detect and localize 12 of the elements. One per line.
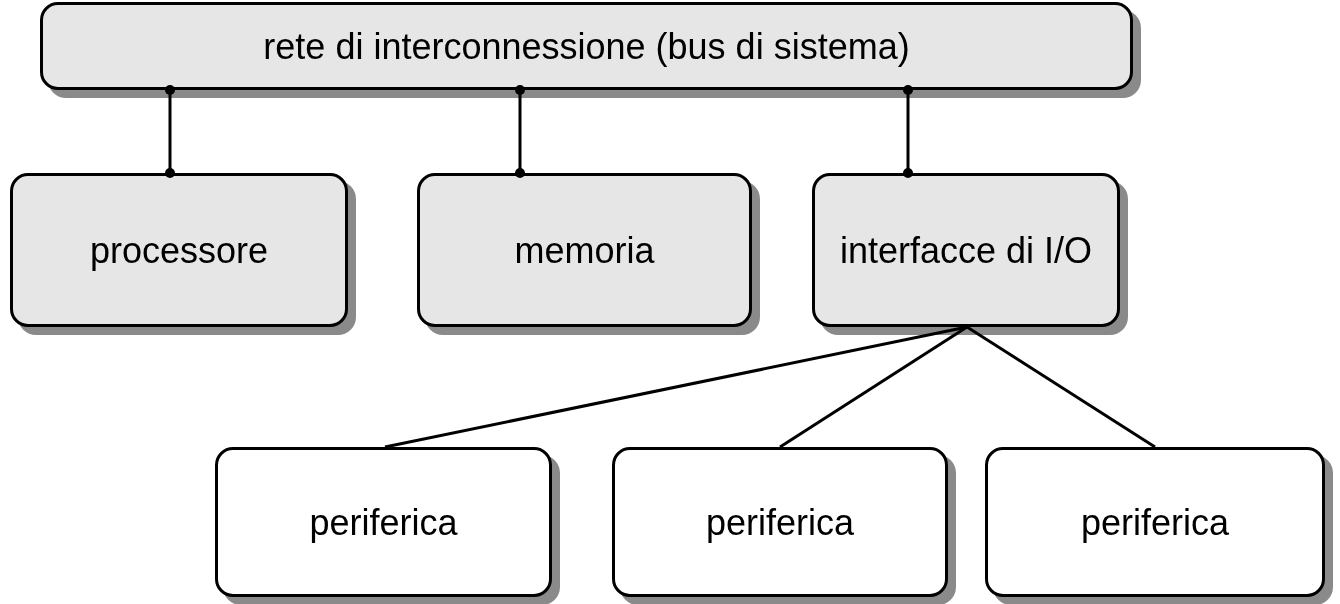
node-label: memoria [513,228,656,273]
bus-connector [903,85,913,178]
node-label: periferica [1079,500,1231,545]
bus-connector [515,85,525,178]
node-label: periferica [704,500,856,545]
bus-connector [165,85,175,178]
node-label: processore [88,228,270,273]
connector-line [966,325,1156,449]
node-label: rete di interconnessione (bus di sistema) [262,24,911,69]
node-label: interfacce di I/O [838,228,1094,273]
connector-line [779,325,968,449]
node-label: periferica [308,500,459,545]
